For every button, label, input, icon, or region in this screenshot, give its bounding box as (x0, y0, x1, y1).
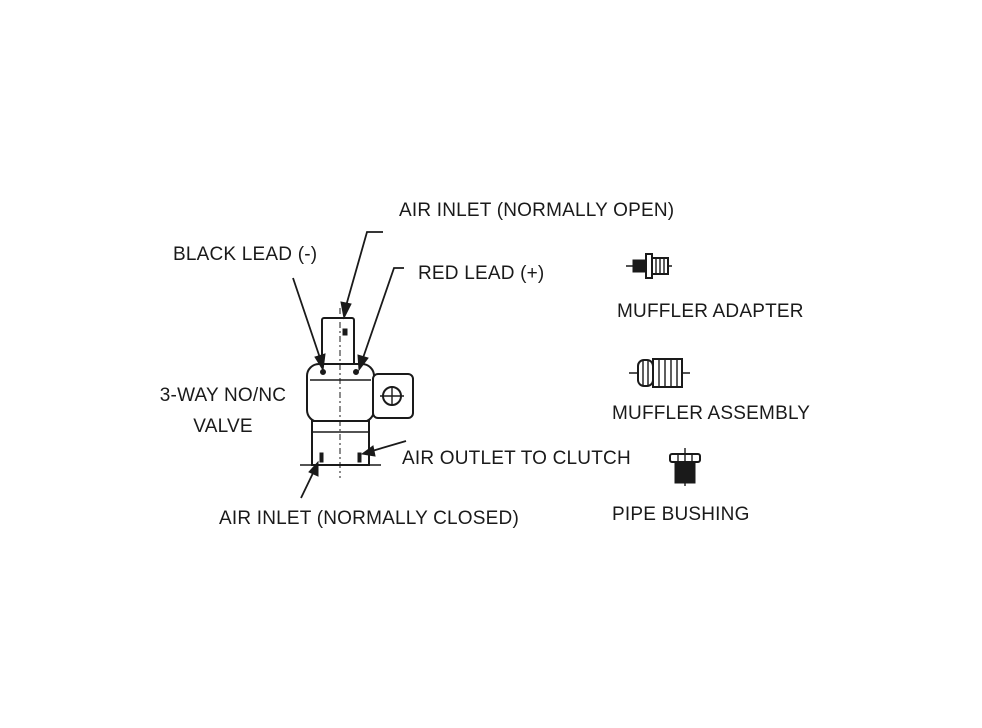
black-lead-label: BLACK LEAD (-) (173, 244, 318, 265)
air-inlet-open-label: AIR INLET (NORMALLY OPEN) (399, 200, 675, 221)
air-outlet-label: AIR OUTLET TO CLUTCH (402, 448, 631, 469)
muffler-adapter (626, 253, 672, 279)
valve-outlet-port-mark (357, 452, 362, 463)
valve-label-line2: VALVE (193, 416, 253, 437)
muffler-assembly (629, 358, 690, 388)
air-outlet-arrowhead (360, 445, 376, 457)
pipe-bushing-label: PIPE BUSHING (612, 504, 750, 525)
three-way-valve (300, 308, 414, 478)
valve-top-stem (321, 317, 355, 367)
black-lead-leader (292, 277, 321, 359)
air-inlet-closed-label: AIR INLET (NORMALLY CLOSED) (219, 508, 519, 529)
valve-nc-port-mark (319, 452, 324, 463)
pipe-bushing-body (674, 461, 696, 484)
pipe-bushing (669, 448, 701, 486)
valve-label-line1: 3-WAY NO/NC (159, 385, 287, 406)
air-outlet-leader (371, 440, 407, 452)
air-inlet-closed-leader (300, 470, 315, 499)
leader-lines (292, 231, 407, 499)
red-lead-pin (353, 369, 359, 375)
red-lead-arrowhead (357, 354, 369, 372)
muffler-adapter-thread (632, 259, 648, 273)
muffler-adapter-label: MUFFLER ADAPTER (617, 301, 804, 322)
valve-top-port-mark (342, 328, 348, 336)
black-lead-arrowhead (314, 353, 326, 372)
red-lead-label: RED LEAD (+) (418, 263, 545, 284)
muffler-assembly-label: MUFFLER ASSEMBLY (612, 403, 811, 424)
air-inlet-closed-arrowhead (308, 460, 319, 477)
air-inlet-open-leader (345, 231, 383, 307)
red-lead-leader (362, 267, 404, 359)
muffler-assembly-cap (637, 359, 654, 387)
air-inlet-open-arrowhead (340, 301, 352, 320)
